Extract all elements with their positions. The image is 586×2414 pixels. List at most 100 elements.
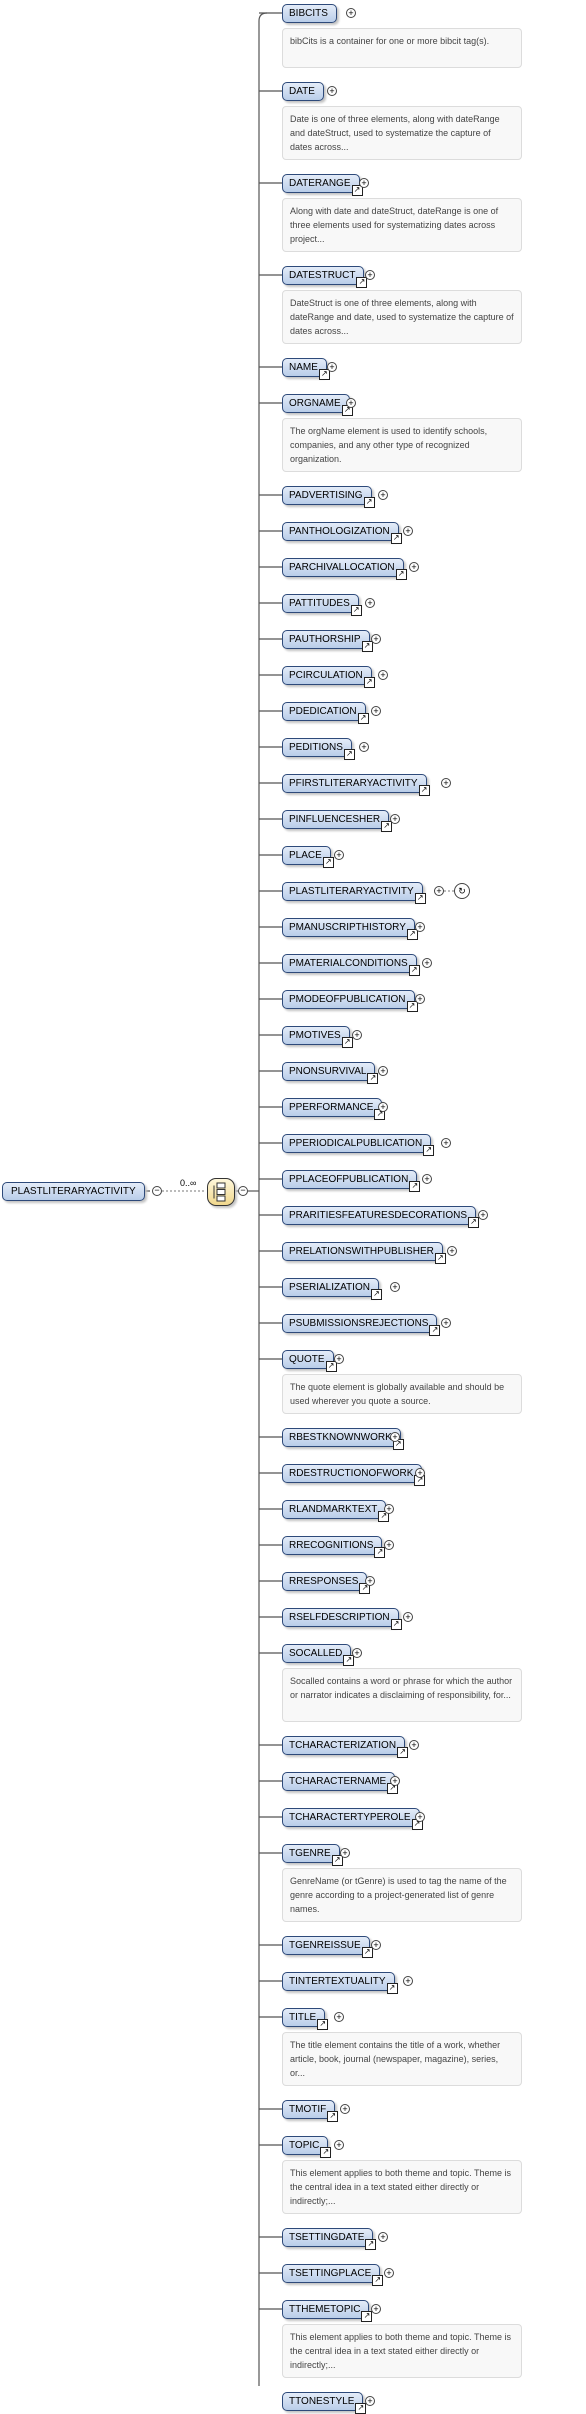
expand-icon[interactable]: + (352, 1648, 362, 1658)
expand-icon[interactable]: + (359, 178, 369, 188)
expand-icon[interactable]: + (378, 1102, 388, 1112)
expand-icon[interactable]: + (403, 1976, 413, 1986)
element-orgname[interactable]: ORGNAME↗ (282, 394, 353, 416)
expand-icon[interactable]: + (422, 1174, 432, 1184)
expand-icon[interactable]: + (415, 994, 425, 1004)
element-padvertising[interactable]: PADVERTISING↗ (282, 486, 375, 508)
expand-icon[interactable]: + (441, 1318, 451, 1328)
element-panthologization[interactable]: PANTHOLOGIZATION↗ (282, 522, 402, 544)
element-pinfluencesher[interactable]: PINFLUENCESHER↗ (282, 810, 393, 832)
element-tsettingplace[interactable]: TSETTINGPLACE↗ (282, 2264, 384, 2286)
element-pserialization[interactable]: PSERIALIZATION↗ (282, 1278, 382, 1300)
element-plastliteraryactivity[interactable]: PLASTLITERARYACTIVITY↗ (282, 882, 426, 904)
element-pnonsurvival[interactable]: PNONSURVIVAL↗ (282, 1062, 379, 1084)
element-tgenreissue[interactable]: TGENREISSUE↗ (282, 1936, 373, 1958)
element-tcharactername[interactable]: TCHARACTERNAME↗ (282, 1772, 399, 1794)
element-pattitudes[interactable]: PATTITUDES↗ (282, 594, 362, 616)
element-pauthorship[interactable]: PAUTHORSHIP↗ (282, 630, 373, 652)
expand-icon[interactable]: + (352, 1030, 362, 1040)
expand-icon[interactable]: + (478, 1210, 488, 1220)
element-pmanuscripthistory[interactable]: PMANUSCRIPTHISTORY↗ (282, 918, 418, 940)
element-prelationswithpublisher[interactable]: PRELATIONSWITHPUBLISHER↗ (282, 1242, 446, 1264)
expand-icon[interactable]: + (390, 1776, 400, 1786)
element-pmotives[interactable]: PMOTIVES↗ (282, 1026, 353, 1048)
expand-icon[interactable]: + (384, 1540, 394, 1550)
expand-icon[interactable]: + (409, 562, 419, 572)
element-rdestructionofwork[interactable]: RDESTRUCTIONOFWORK↗ (282, 1464, 426, 1486)
element-tcharactertyperole[interactable]: TCHARACTERTYPEROLE↗ (282, 1808, 423, 1830)
expand-icon[interactable]: + (365, 2396, 375, 2406)
element-datestruct[interactable]: DATESTRUCT↗ (282, 266, 368, 288)
expand-icon[interactable]: + (371, 2304, 381, 2314)
expand-icon[interactable]: + (378, 670, 388, 680)
element-pcirculation[interactable]: PCIRCULATION↗ (282, 666, 375, 688)
expand-icon[interactable]: + (403, 1612, 413, 1622)
element-tcharacterization[interactable]: TCHARACTERIZATION↗ (282, 1736, 409, 1758)
expand-icon[interactable]: + (327, 86, 337, 96)
element-date[interactable]: DATE (282, 82, 324, 101)
expand-icon[interactable]: + (415, 1812, 425, 1822)
element-tsettingdate[interactable]: TSETTINGDATE↗ (282, 2228, 377, 2250)
expand-icon[interactable]: + (346, 8, 356, 18)
element-rlandmarktext[interactable]: RLANDMARKTEXT↗ (282, 1500, 390, 1522)
expand-icon[interactable]: + (390, 1282, 400, 1292)
expand-icon[interactable]: + (340, 2104, 350, 2114)
expand-icon[interactable]: + (409, 1740, 419, 1750)
collapse-root-icon[interactable]: − (152, 1186, 162, 1196)
expand-icon[interactable]: + (371, 634, 381, 644)
element-pplaceofpublication[interactable]: PPLACEOFPUBLICATION↗ (282, 1170, 421, 1192)
element-rbestknownwork[interactable]: RBESTKNOWNWORK↗ (282, 1428, 404, 1450)
element-tthemetopic[interactable]: TTHEMETOPIC↗ (282, 2300, 373, 2322)
collapse-sequence-icon[interactable]: − (238, 1186, 248, 1196)
expand-icon[interactable]: + (447, 1246, 457, 1256)
expand-icon[interactable]: + (365, 1576, 375, 1586)
expand-icon[interactable]: + (365, 270, 375, 280)
element-title[interactable]: TITLE↗ (282, 2008, 329, 2030)
element-parchivallocation[interactable]: PARCHIVALLOCATION↗ (282, 558, 407, 580)
element-peditions[interactable]: PEDITIONS↗ (282, 738, 355, 760)
element-tmotif[interactable]: TMOTIF↗ (282, 2100, 339, 2122)
expand-icon[interactable]: + (384, 1504, 394, 1514)
element-praritiesfeaturesdecorations[interactable]: PRARITIESFEATURESDECORATIONS↗ (282, 1206, 479, 1228)
expand-icon[interactable]: + (371, 706, 381, 716)
expand-icon[interactable]: + (415, 1468, 425, 1478)
element-socalled[interactable]: SOCALLED↗ (282, 1644, 355, 1666)
expand-icon[interactable]: + (334, 850, 344, 860)
element-pperformance[interactable]: PPERFORMANCE↗ (282, 1098, 386, 1120)
element-rresponses[interactable]: RRESPONSES↗ (282, 1572, 371, 1594)
element-daterange[interactable]: DATERANGE↗ (282, 174, 363, 196)
expand-icon[interactable]: + (371, 1940, 381, 1950)
expand-icon[interactable]: + (384, 2268, 394, 2278)
element-name[interactable]: NAME↗ (282, 358, 330, 380)
element-bibcits[interactable]: BIBCITS (282, 4, 337, 23)
element-topic[interactable]: TOPIC↗ (282, 2136, 332, 2158)
expand-icon[interactable]: + (378, 2232, 388, 2242)
element-pmaterialconditions[interactable]: PMATERIALCONDITIONS↗ (282, 954, 420, 976)
expand-icon[interactable]: + (334, 1354, 344, 1364)
expand-icon[interactable]: + (434, 886, 444, 896)
expand-icon[interactable]: + (346, 398, 356, 408)
expand-icon[interactable]: + (441, 778, 451, 788)
element-pmodeofpublication[interactable]: PMODEOFPUBLICATION↗ (282, 990, 418, 1012)
element-tintertextuality[interactable]: TINTERTEXTUALITY↗ (282, 1972, 398, 1994)
recursion-cycle-icon[interactable]: ↻ (454, 883, 470, 899)
expand-icon[interactable]: + (378, 490, 388, 500)
expand-icon[interactable]: + (390, 1432, 400, 1442)
element-ttonestyle[interactable]: TTONESTYLE↗ (282, 2392, 367, 2414)
expand-icon[interactable]: + (359, 742, 369, 752)
element-pdedication[interactable]: PDEDICATION↗ (282, 702, 369, 724)
expand-icon[interactable]: + (378, 1066, 388, 1076)
expand-icon[interactable]: + (334, 2140, 344, 2150)
expand-icon[interactable]: + (327, 362, 337, 372)
expand-icon[interactable]: + (422, 958, 432, 968)
root-element[interactable]: PLASTLITERARYACTIVITY (2, 1182, 145, 1201)
expand-icon[interactable]: + (334, 2012, 344, 2022)
element-pperiodicalpublication[interactable]: PPERIODICALPUBLICATION↗ (282, 1134, 435, 1156)
expand-icon[interactable]: + (441, 1138, 451, 1148)
element-quote[interactable]: QUOTE↗ (282, 1350, 337, 1372)
element-pfirstliteraryactivity[interactable]: PFIRSTLITERARYACTIVITY↗ (282, 774, 430, 796)
sequence-compositor-icon[interactable] (207, 1178, 235, 1206)
expand-icon[interactable]: + (390, 814, 400, 824)
element-rselfdescription[interactable]: RSELFDESCRIPTION↗ (282, 1608, 402, 1630)
element-tgenre[interactable]: TGENRE↗ (282, 1844, 343, 1866)
